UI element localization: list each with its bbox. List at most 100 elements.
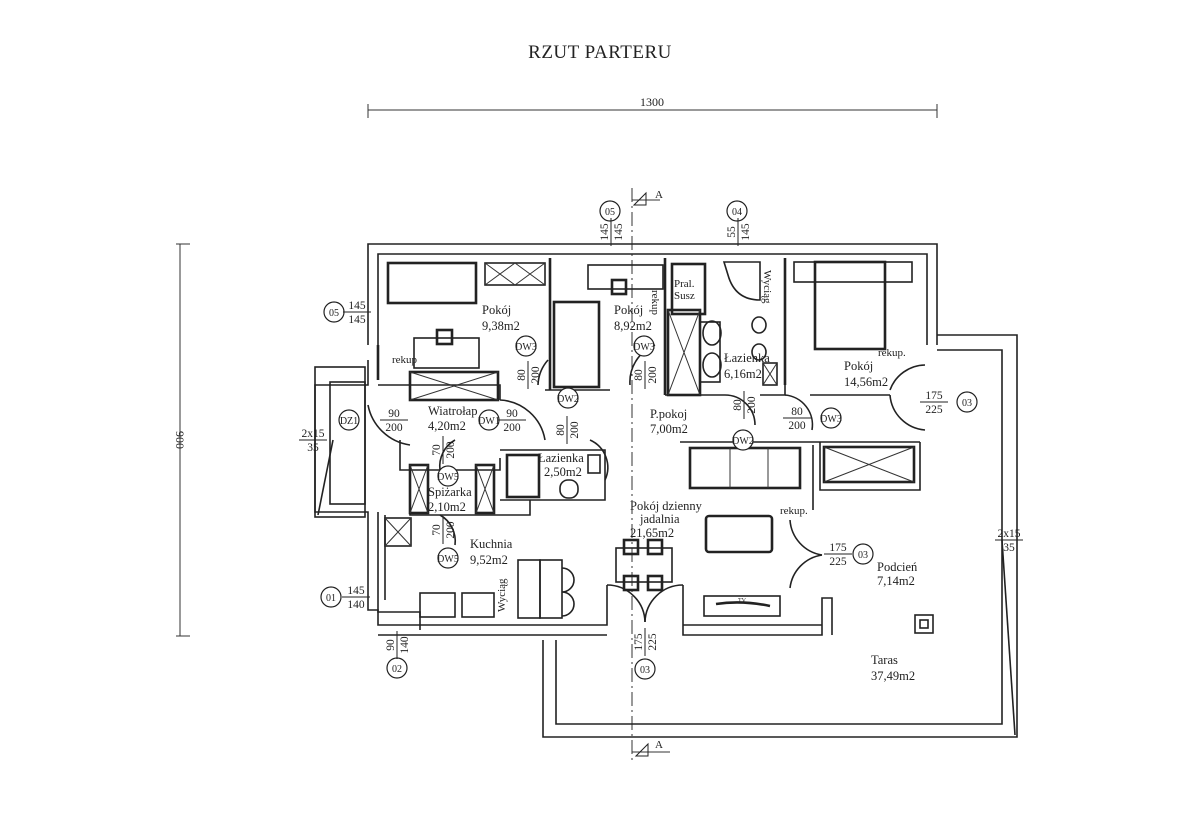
- room-name: Pokój: [482, 303, 511, 317]
- door-tag-dw2: DW2: [732, 429, 754, 451]
- room-area: 2,50m2: [544, 465, 582, 479]
- room-area: 7,14m2: [877, 574, 915, 588]
- svg-text:70: 70: [431, 444, 443, 456]
- room-area: 2,10m2: [428, 500, 466, 514]
- svg-text:225: 225: [647, 633, 659, 651]
- svg-text:DW1: DW1: [478, 416, 500, 427]
- section-line: A A: [631, 188, 670, 762]
- room-area: 4,20m2: [428, 419, 466, 433]
- rekup-label: rekup: [392, 354, 418, 366]
- svg-text:DW3: DW3: [515, 342, 537, 353]
- room-name: Łazienka: [538, 451, 584, 465]
- furniture: [384, 260, 916, 619]
- room-area: 8,92m2: [614, 319, 652, 333]
- svg-text:DW5: DW5: [437, 554, 459, 565]
- svg-text:90: 90: [385, 639, 397, 651]
- svg-text:200: 200: [746, 396, 758, 414]
- svg-text:145: 145: [740, 223, 752, 241]
- height-label: 900: [173, 431, 187, 449]
- room-area: 9,38m2: [482, 319, 520, 333]
- svg-text:80: 80: [516, 369, 528, 381]
- door-tag-dw1: DW1: [478, 409, 500, 431]
- rekup-label: rekup: [649, 290, 661, 316]
- room-name-2: jadalnia: [639, 512, 680, 526]
- svg-text:200: 200: [569, 421, 581, 439]
- svg-text:03: 03: [962, 398, 972, 409]
- svg-text:2x15: 2x15: [302, 428, 325, 440]
- dryer-label: Susz: [674, 290, 695, 302]
- room-name: Taras: [871, 653, 898, 667]
- door-swings: [367, 344, 926, 623]
- window-tag: 04: [726, 200, 748, 222]
- svg-text:145: 145: [599, 223, 611, 241]
- room-name: Pokój: [844, 359, 873, 373]
- window-tag: 05: [599, 200, 621, 222]
- door-tag-dz1: DZ1: [338, 409, 360, 431]
- room-area: 7,00m2: [650, 422, 688, 436]
- svg-text:03: 03: [858, 550, 868, 561]
- svg-text:35: 35: [1003, 542, 1015, 554]
- window-tag: 03: [956, 391, 978, 413]
- svg-text:02: 02: [392, 664, 402, 675]
- interior-walls: [378, 258, 921, 600]
- exterior-walls: [314, 243, 938, 636]
- section-marker-top: A: [655, 189, 663, 201]
- room-area: 37,49m2: [871, 669, 915, 683]
- svg-text:55: 55: [726, 226, 738, 238]
- svg-text:225: 225: [925, 404, 943, 416]
- window-tag: 03: [634, 658, 656, 680]
- room-name: Pokój: [614, 303, 643, 317]
- room-name: P.pokoj: [650, 407, 687, 421]
- extractor-label: Wyciąg: [496, 578, 508, 612]
- room-name: Łazienka: [724, 351, 770, 365]
- svg-text:175: 175: [829, 542, 847, 554]
- svg-text:DW2: DW2: [732, 436, 754, 447]
- room-name: Kuchnia: [470, 537, 513, 551]
- room-area: 9,52m2: [470, 553, 508, 567]
- laundry-label: Pral.: [674, 278, 695, 290]
- room-area: 6,16m2: [724, 367, 762, 381]
- svg-text:03: 03: [640, 665, 650, 676]
- svg-text:01: 01: [326, 593, 336, 604]
- svg-text:200: 200: [385, 422, 403, 434]
- width-label: 1300: [640, 95, 664, 109]
- svg-text:200: 200: [530, 366, 542, 384]
- svg-text:DW5: DW5: [437, 472, 459, 483]
- fixture-labels: rekup rekup. rekup. rekup Pral. Susz Wyc…: [392, 270, 906, 612]
- svg-text:80: 80: [555, 424, 567, 436]
- svg-text:05: 05: [329, 308, 339, 319]
- svg-text:145: 145: [348, 314, 366, 326]
- rekup-label: rekup.: [780, 505, 808, 517]
- svg-text:145: 145: [613, 223, 625, 241]
- svg-text:DW2: DW2: [557, 394, 579, 405]
- room-name: Pokój dzienny: [630, 499, 703, 513]
- svg-text:145: 145: [348, 300, 366, 312]
- svg-text:DW3: DW3: [633, 342, 655, 353]
- svg-text:80: 80: [633, 369, 645, 381]
- door-tag-dw2: DW2: [557, 387, 579, 409]
- svg-text:225: 225: [829, 556, 847, 568]
- door-tag-dw3: DW3: [515, 335, 537, 357]
- svg-text:145: 145: [347, 585, 365, 597]
- svg-text:DW3: DW3: [820, 414, 842, 425]
- window-tag: 05: [323, 301, 345, 323]
- room-name: Spiżarka: [428, 485, 472, 499]
- svg-text:90: 90: [506, 408, 518, 420]
- terrace-outline: [542, 334, 1018, 738]
